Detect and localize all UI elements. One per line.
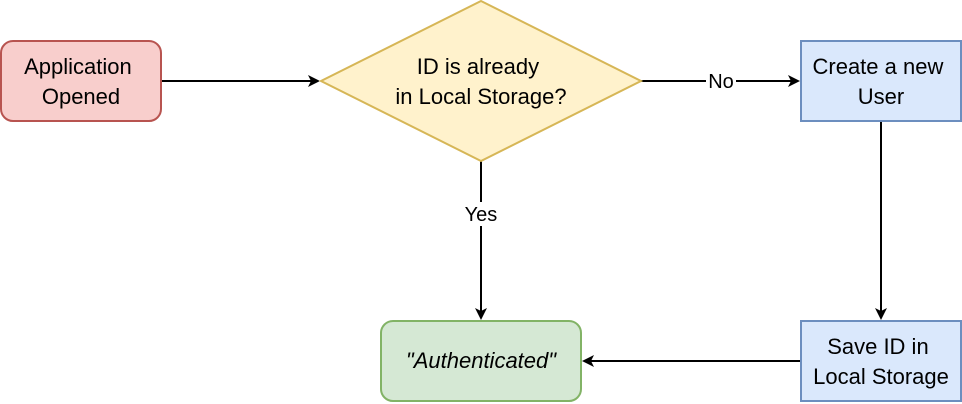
node-application-opened-shape	[0, 40, 162, 122]
edge-label-yes: Yes	[465, 204, 498, 226]
node-id-in-storage-decision: ID is already in Local Storage?	[318, 0, 644, 163]
edge-label-no-background	[706, 69, 736, 93]
node-create-new-user: Create a new User	[800, 40, 962, 122]
edge-label-yes-background	[461, 202, 501, 226]
node-application-opened: Application Opened	[0, 40, 162, 122]
edge-decision-to-authenticated: Yes	[461, 161, 501, 320]
node-authenticated-label: "Authenticated"	[406, 348, 557, 373]
node-save-id-shape	[800, 320, 962, 402]
edge-label-no: No	[708, 71, 734, 93]
node-application-opened-label: Application Opened	[24, 54, 138, 109]
node-save-id-in-local-storage: Save ID in Local Storage	[800, 320, 962, 402]
node-authenticated: "Authenticated"	[380, 320, 582, 402]
node-decision-shape	[318, 0, 644, 163]
node-create-new-user-shape	[800, 40, 962, 122]
node-save-id-label: Save ID in Local Storage	[813, 334, 949, 389]
node-authenticated-shape	[380, 320, 582, 402]
node-decision-label: ID is already in Local Storage?	[395, 54, 566, 109]
node-create-new-user-label: Create a new User	[813, 54, 950, 109]
edge-decision-to-create-user: No	[641, 69, 800, 93]
